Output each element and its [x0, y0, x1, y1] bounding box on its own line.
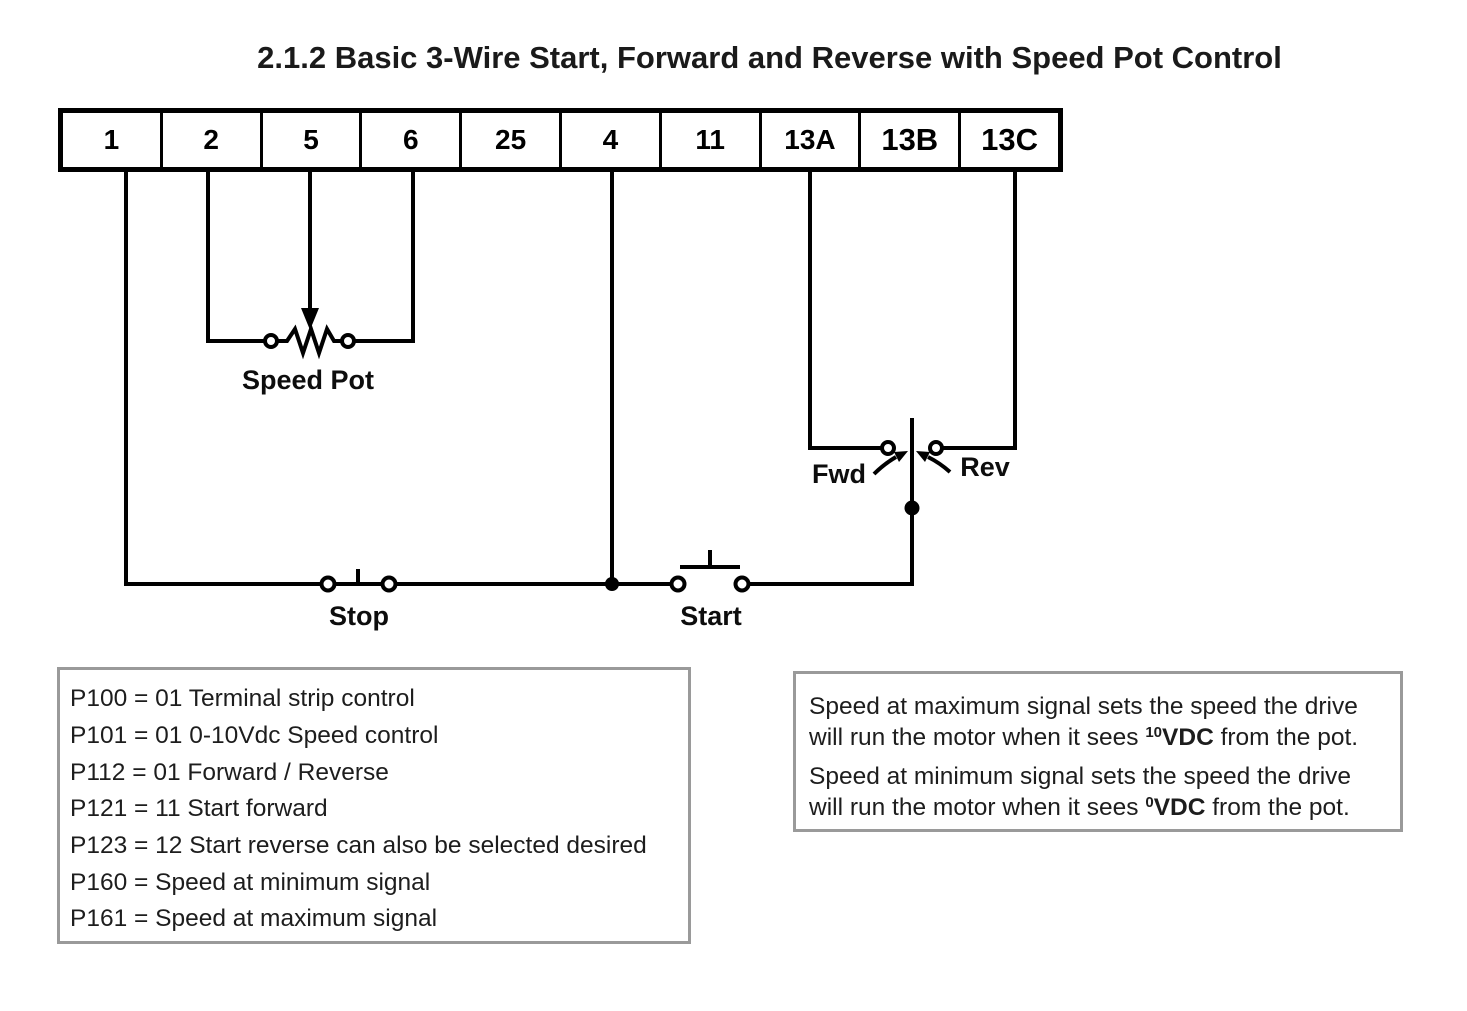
junction-dot-terminal4 [605, 577, 619, 591]
start-contact-left-circle [669, 575, 687, 593]
page-title: 2.1.2 Basic 3-Wire Start, Forward and Re… [257, 40, 1282, 75]
note-speed-at-minimum: Speed at minimum signal sets the speed t… [809, 761, 1388, 826]
terminal-13B-label: 13B [881, 122, 939, 157]
parameter-line-p101: P101 = 01 0-10Vdc Speed control [70, 722, 439, 750]
fwd-arrow-curve [872, 455, 898, 476]
terminal-6: 6 [359, 113, 459, 167]
note1-superscript: 10 [1145, 724, 1163, 741]
terminal-13B: 13B [858, 113, 958, 167]
parameter-line-p161: P161 = Speed at maximum signal [70, 905, 438, 933]
parameter-line-p123: P123 = 12 Start reverse can also be sele… [70, 832, 647, 860]
note2-text: Speed at minimum signal sets the speed t… [809, 763, 1352, 821]
terminal-13C: 13C [958, 113, 1058, 167]
rev-label: Rev [960, 452, 1010, 482]
note2-vdc: VDC [1153, 794, 1206, 821]
start-contact-right-circle [733, 575, 751, 593]
terminal-13C-label: 13C [981, 122, 1038, 157]
terminal-13A-label: 13A [784, 124, 836, 155]
terminal-13A: 13A [758, 113, 859, 167]
terminal-11-label: 11 [695, 124, 725, 155]
start-label: Start [680, 601, 742, 631]
stop-label: Stop [329, 601, 389, 631]
note2-superscript: 0 [1145, 794, 1154, 811]
fwd-contact-circle [880, 440, 896, 456]
notes-box: Speed at maximum signal sets the speed t… [793, 671, 1403, 832]
junction-dot-switch [904, 500, 920, 516]
terminal-6-label: 6 [403, 124, 419, 155]
rev-contact-circle [928, 440, 944, 456]
parameter-line-p121: P121 = 11 Start forward [70, 795, 328, 823]
note-speed-at-maximum: Speed at maximum signal sets the speed t… [809, 691, 1388, 756]
parameters-box: P100 = 01 Terminal strip control P101 = … [57, 667, 691, 944]
stop-contact-left-circle [319, 575, 337, 593]
pot-terminal-right-circle [340, 333, 356, 349]
terminal-5-label: 5 [303, 124, 319, 155]
pot-terminal-left-circle [263, 333, 279, 349]
wiper-arrowhead [301, 308, 319, 330]
parameter-line-p160: P160 = Speed at minimum signal [70, 868, 431, 896]
terminal-2-label: 2 [203, 124, 219, 155]
note2-text2: from the pot. [1205, 794, 1350, 821]
terminal-1-label: 1 [103, 124, 120, 155]
parameter-line-p100: P100 = 01 Terminal strip control [70, 685, 415, 713]
parameter-line-p112: P112 = 01 Forward / Reverse [70, 758, 389, 786]
note1-text: Speed at maximum signal sets the speed t… [809, 693, 1358, 751]
rev-arrow-curve [927, 455, 952, 474]
fwd-label: Fwd [812, 459, 866, 489]
fwd-arrowhead [894, 451, 908, 462]
terminal-25-label: 25 [495, 124, 527, 155]
note1-vdc: VDC [1162, 724, 1214, 751]
terminal-11: 11 [658, 113, 759, 167]
terminal-4-label: 4 [602, 124, 619, 155]
terminal-1: 1 [63, 113, 160, 167]
terminal-4: 4 [558, 113, 659, 167]
stop-contact-right-circle [380, 575, 398, 593]
speed-pot-label: Speed Pot [241, 365, 375, 395]
note1-text2: from the pot. [1213, 724, 1359, 751]
pot-resistor-zigzag [277, 322, 342, 360]
terminal-2: 2 [159, 113, 260, 167]
rev-arrowhead [916, 451, 930, 462]
terminal-5: 5 [259, 113, 360, 167]
terminal-strip: 1 2 5 6 25 4 11 13A 13B 13C [58, 108, 1063, 172]
terminal-25: 25 [459, 113, 559, 167]
